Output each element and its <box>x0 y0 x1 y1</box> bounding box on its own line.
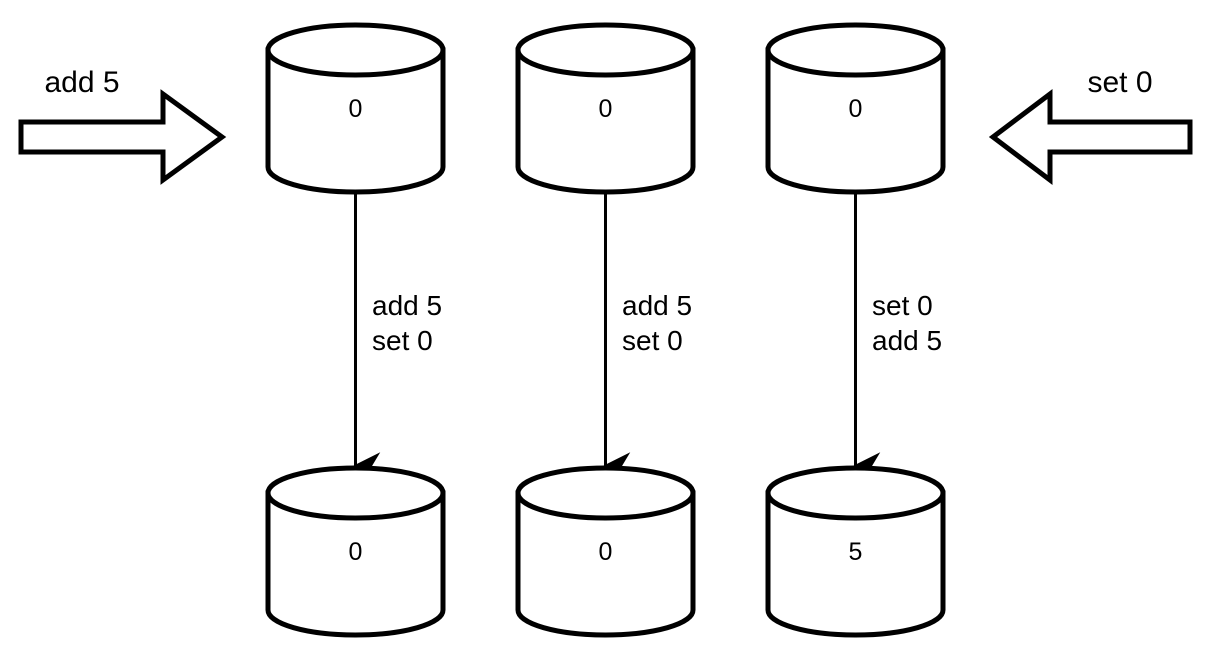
replica-2-operation-2: set 0 <box>622 325 683 356</box>
replica-1-operation-2: set 0 <box>372 325 433 356</box>
replica-2-operation-1: add 5 <box>622 290 692 321</box>
left-pointing-arrow-icon <box>988 88 1193 186</box>
replica-1-top-cylinder[interactable] <box>265 22 446 195</box>
replica-3-initial-value: 0 <box>849 95 863 123</box>
replica-2-bottom-cylinder[interactable] <box>515 465 696 638</box>
replica-3-bottom-cylinder-lid <box>765 465 946 521</box>
replica-3-top-cylinder-lid <box>765 22 946 78</box>
replica-2-top-cylinder[interactable] <box>515 22 696 195</box>
replica-1-operation-1: add 5 <box>372 290 442 321</box>
client-op-left-label: add 5 <box>44 66 119 99</box>
replica-1-final-value: 0 <box>349 538 363 566</box>
replica-3-operation-2: add 5 <box>872 325 942 356</box>
replica-1-initial-value: 0 <box>349 95 363 123</box>
replica-2-final-value: 0 <box>599 538 613 566</box>
replica-2-initial-value: 0 <box>599 95 613 123</box>
replica-1-bottom-cylinder[interactable] <box>265 465 446 638</box>
client-op-right-label: set 0 <box>1087 66 1152 99</box>
client-op-left-arrow[interactable] <box>18 89 227 185</box>
replica-3-bottom-cylinder[interactable] <box>765 465 946 638</box>
replica-3-final-value: 5 <box>849 538 863 566</box>
replica-2-bottom-cylinder-lid <box>515 465 696 521</box>
client-op-right-arrow[interactable] <box>988 88 1193 186</box>
right-pointing-arrow-icon <box>18 89 227 185</box>
replica-3-operation-1: set 0 <box>872 290 933 321</box>
replica-1-bottom-cylinder-lid <box>265 465 446 521</box>
replica-3-top-cylinder[interactable] <box>765 22 946 195</box>
replica-1-top-cylinder-lid <box>265 22 446 78</box>
replica-2-top-cylinder-lid <box>515 22 696 78</box>
